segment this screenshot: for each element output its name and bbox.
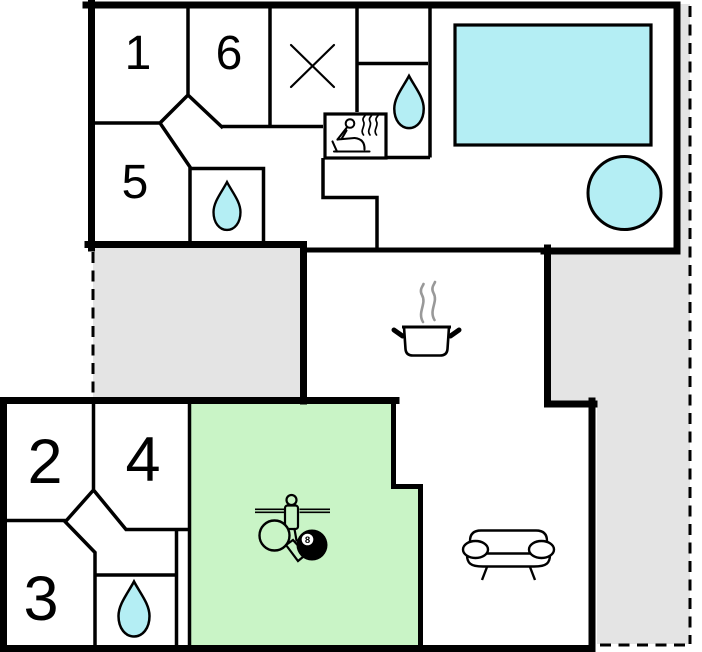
sauna-steam-icon <box>361 114 379 136</box>
terrace-left <box>93 245 302 401</box>
room-6-number: 6 <box>216 27 243 80</box>
water-drop-icon <box>393 74 425 130</box>
paddle-face <box>258 519 291 552</box>
eight-ball-number: 8 <box>305 535 310 546</box>
room-2-number: 2 <box>27 427 62 497</box>
pool-icon <box>453 23 653 147</box>
foosball-rod <box>255 508 330 514</box>
foosball-player-torso <box>283 504 300 531</box>
pot-handles <box>391 327 462 339</box>
room-3-number: 3 <box>23 564 58 634</box>
wall-bottom-right <box>0 397 596 652</box>
sofa-legs <box>480 566 537 581</box>
game-room <box>190 403 421 646</box>
foosball-player-head <box>285 493 298 507</box>
stairs-cross-icon <box>289 43 336 89</box>
sauna-person-head <box>344 118 356 129</box>
cooking-pot-icon <box>391 280 462 357</box>
room-1-number: 1 <box>125 27 152 80</box>
room-4-number: 4 <box>125 425 160 495</box>
wall-terrace-right <box>544 244 598 408</box>
hot-tub-icon <box>586 155 663 231</box>
pot-body <box>402 325 451 357</box>
steam-icon <box>419 280 437 324</box>
water-drop-icon <box>212 180 242 232</box>
wall-game-room-right <box>391 401 423 648</box>
room-5-number: 5 <box>122 156 149 209</box>
sofa-arm-left <box>461 539 490 560</box>
wall-top-right <box>82 1 681 255</box>
sofa-icon <box>461 529 556 581</box>
eight-ball-circle <box>301 533 314 546</box>
water-drop-icon <box>117 580 151 638</box>
plot-boundary-dashed <box>91 6 692 647</box>
sauna-icon <box>323 112 388 160</box>
sofa-back <box>468 529 549 553</box>
interior-walls <box>3 3 432 649</box>
sofa-arm-right <box>527 539 556 560</box>
eight-ball-icon: 8 <box>296 529 328 561</box>
sauna-person-body <box>331 126 371 153</box>
exterior-walls <box>0 0 681 652</box>
wall-terrace-left <box>84 241 307 405</box>
foosball-icon <box>255 493 330 542</box>
terrace-right <box>550 4 690 644</box>
eight-ball <box>296 529 328 561</box>
wall-bottom-left <box>0 397 400 652</box>
